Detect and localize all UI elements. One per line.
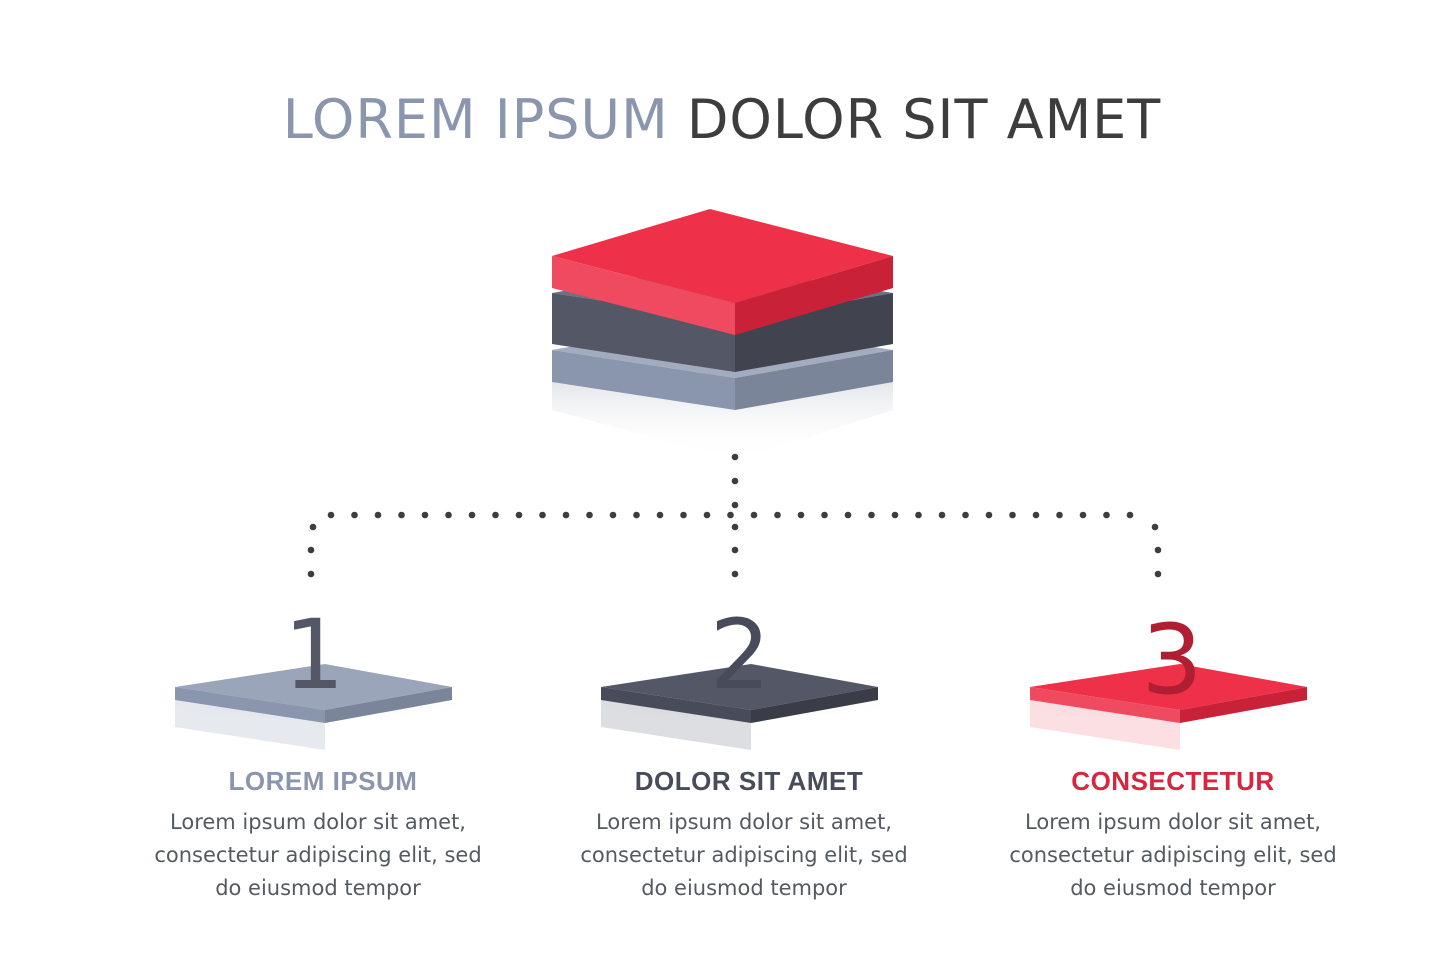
connector-dot: [731, 570, 739, 578]
title-part-2: DOLOR SIT AMET: [686, 88, 1162, 151]
connector-dot: [468, 511, 476, 519]
connector-dot: [727, 511, 734, 519]
step-1-line: Lorem ipsum dolor sit amet,: [170, 810, 466, 834]
connector-dot: [445, 511, 452, 519]
connector-dot: [1154, 570, 1162, 578]
connector-dot: [915, 511, 922, 519]
step-3-line: consectetur adipiscing elit, sed: [1009, 843, 1337, 867]
connector-dot: [844, 511, 852, 519]
connector-dot: [307, 546, 315, 554]
connector-dot: [731, 453, 739, 461]
connector-dot: [309, 523, 317, 531]
connector-dot: [1056, 511, 1063, 519]
connector-dot: [562, 511, 570, 519]
step-3-line: Lorem ipsum dolor sit amet,: [1025, 810, 1321, 834]
step-3-description: Lorem ipsum dolor sit amet, consectetur …: [1008, 806, 1338, 905]
step-number-2: 2: [709, 599, 770, 711]
connector-dot: [731, 523, 739, 531]
connector-dot: [539, 511, 546, 519]
step-1-line: do eiusmod tempor: [215, 876, 421, 900]
platform-2: [580, 664, 900, 750]
connector-dot: [351, 511, 358, 519]
connector-dot: [492, 511, 499, 519]
layer-stack: [552, 209, 893, 460]
connector-dot: [1009, 511, 1016, 519]
step-1-heading: LOREM IPSUM: [228, 766, 418, 796]
page-title: LOREM IPSUM DOLOR SIT AMET: [0, 88, 1444, 151]
connector-dot: [515, 511, 523, 519]
connector-dot: [731, 477, 739, 485]
connector-dot: [307, 570, 315, 578]
connector-dot: [797, 511, 805, 519]
step-3-line: do eiusmod tempor: [1070, 876, 1276, 900]
stack-reflection: [552, 382, 893, 460]
connector-dot: [731, 501, 739, 509]
connector-dot: [374, 511, 382, 519]
connector-dot: [1151, 523, 1159, 531]
connector-dot: [1154, 546, 1162, 554]
step-3-heading: CONSECTETUR: [1071, 766, 1275, 796]
connector-dot: [938, 511, 946, 519]
dotted-connectors: [307, 453, 1162, 578]
stack-layer-red: [552, 209, 893, 335]
connector-dot: [680, 511, 687, 519]
connector-dot: [1126, 511, 1134, 519]
step-2-line: consectetur adipiscing elit, sed: [580, 843, 908, 867]
connector-dot: [398, 511, 405, 519]
step-2-line: Lorem ipsum dolor sit amet,: [596, 810, 892, 834]
connector-dot: [750, 511, 758, 519]
platform-3: [1008, 664, 1328, 750]
connector-dot: [703, 511, 711, 519]
connector-dot: [821, 511, 828, 519]
connector-dot: [891, 511, 899, 519]
connector-dot: [868, 511, 875, 519]
connector-dot: [985, 511, 993, 519]
step-1-description: Lorem ipsum dolor sit amet, consectetur …: [153, 806, 483, 905]
step-number-1: 1: [283, 599, 344, 711]
connector-dot: [1032, 511, 1040, 519]
connector-dot: [633, 511, 640, 519]
connector-dot: [1079, 511, 1087, 519]
step-2-heading: DOLOR SIT AMET: [634, 766, 864, 796]
connector-dot: [586, 511, 593, 519]
connector-dot: [962, 511, 969, 519]
connector-dot: [731, 546, 739, 554]
connector-dot: [656, 511, 664, 519]
connector-dot: [1103, 511, 1110, 519]
connector-dot: [421, 511, 429, 519]
connector-dot: [774, 511, 781, 519]
step-number-3: 3: [1141, 604, 1202, 716]
title-part-1: LOREM IPSUM: [282, 88, 669, 151]
platform-1: [154, 664, 474, 750]
step-2-description: Lorem ipsum dolor sit amet, consectetur …: [579, 806, 909, 905]
step-2-line: do eiusmod tempor: [641, 876, 847, 900]
connector-dot: [609, 511, 617, 519]
connector-dot: [327, 511, 335, 519]
step-1-line: consectetur adipiscing elit, sed: [154, 843, 482, 867]
